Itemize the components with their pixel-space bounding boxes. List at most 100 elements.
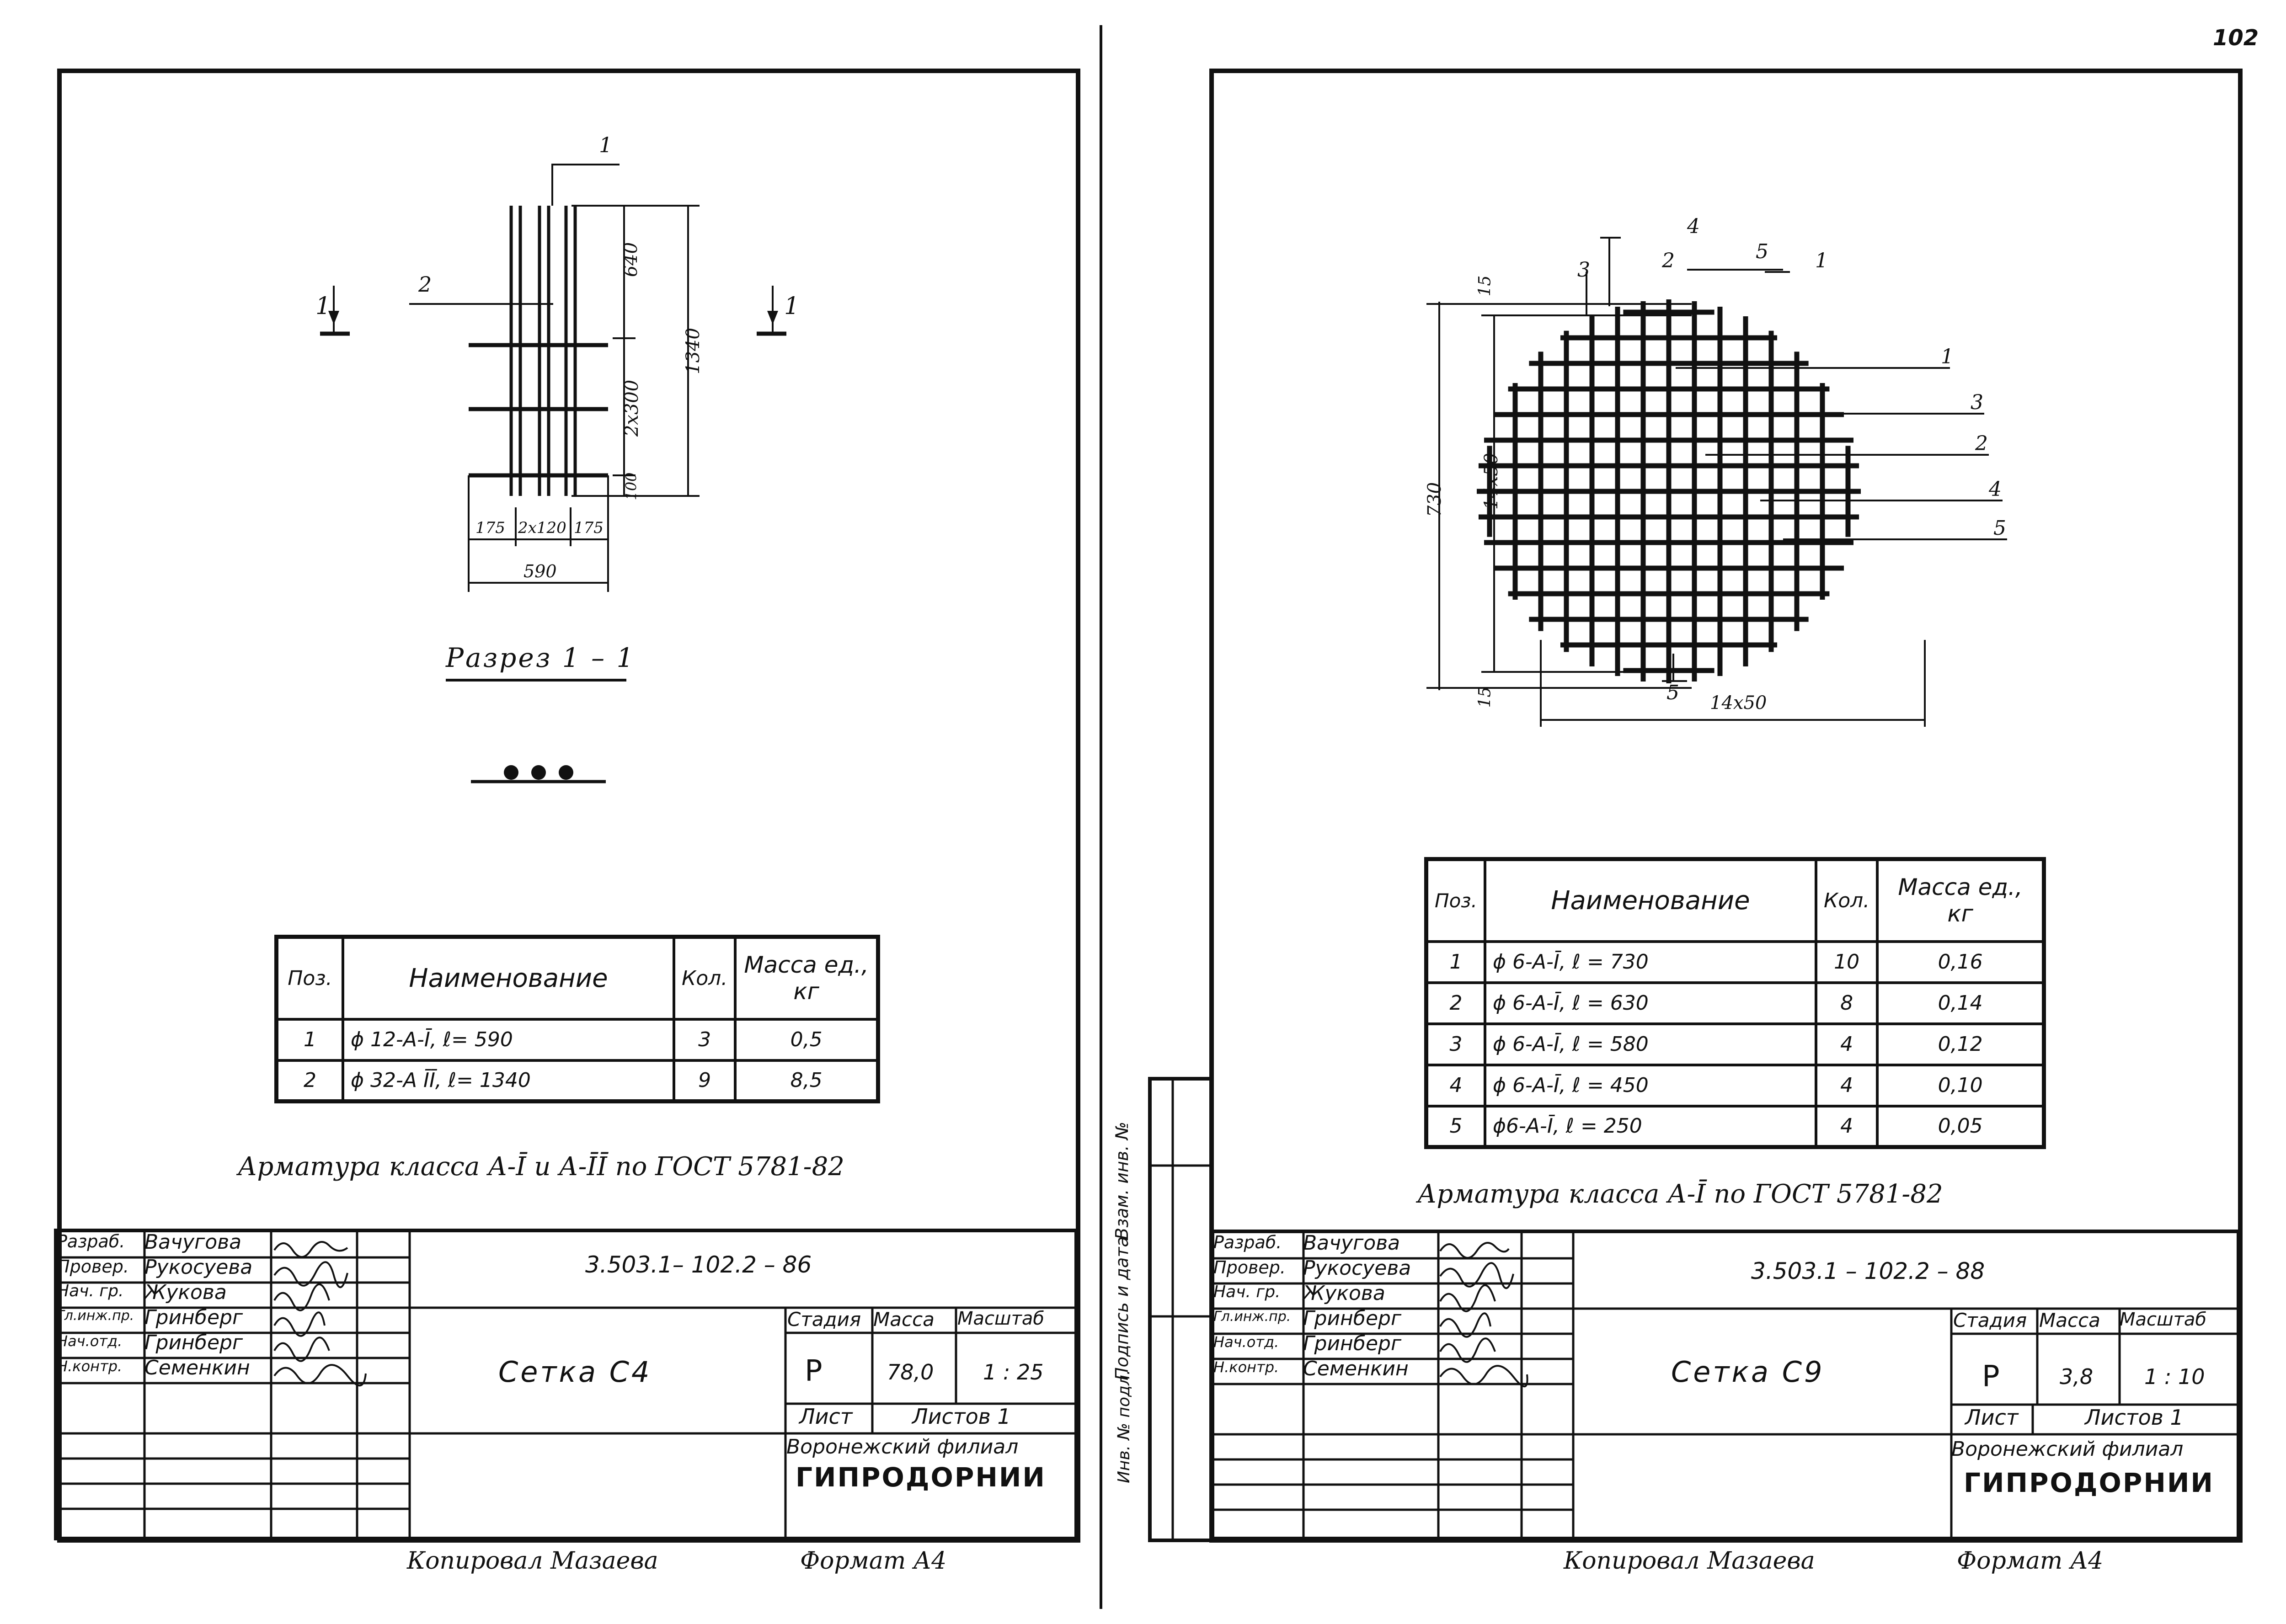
- spec-cell-mass: 0,16: [1876, 940, 2046, 984]
- tb-right-name-4: Гринберг: [1303, 1332, 1402, 1355]
- tb-right-sheet-label: Лист: [1965, 1405, 2019, 1430]
- spec-cell-pos: 5: [1425, 1104, 1486, 1149]
- cut-mark-left: 1: [315, 293, 331, 320]
- tb-right-name-5: Семенкин: [1303, 1357, 1409, 1380]
- side-strip-replace: Взам. инв. №: [1112, 1121, 1132, 1240]
- page-number: 102: [2213, 25, 2259, 51]
- tb-left-sheets-label: Листов 1: [912, 1404, 1011, 1429]
- spec-cell-pos: 2: [275, 1059, 344, 1103]
- tb-right-name-2: Жукова: [1303, 1282, 1385, 1305]
- spec-cell-qty: 4: [1814, 1104, 1879, 1149]
- tb-left-role-0: Разраб.: [57, 1231, 125, 1251]
- tb-right-mass-label: Масса: [2039, 1309, 2100, 1331]
- tb-right-org-2: ГИПРОДОРНИИ: [1964, 1467, 2214, 1498]
- cut-mark-right: 1: [784, 293, 800, 320]
- tb-right-role-1: Провер.: [1213, 1257, 1286, 1278]
- tb-left-stage: Р: [805, 1354, 823, 1388]
- tb-right-title: Сетка С9: [1671, 1355, 1825, 1389]
- side-strip-frame: [1148, 1077, 1213, 1542]
- dim-2x120: 2x120: [518, 519, 566, 537]
- tb-left-code: 3.503.1– 102.2 – 86: [585, 1251, 812, 1278]
- spec-header-mass: Масса ед., кг: [734, 935, 880, 1021]
- table-row: 2 ϕ 32-А ĪĪ, ℓ= 1340 9 8,5: [275, 1059, 880, 1103]
- tb-left-name-1: Рукосуева: [144, 1256, 253, 1279]
- spec-cell-name: ϕ 6-А-Ī, ℓ = 580: [1483, 1022, 1817, 1066]
- mesh-dim-15-bottom: 15: [1475, 687, 1495, 708]
- mesh-callout-right-2: 2: [1975, 432, 1988, 455]
- footer-format-right: Формат А4: [1957, 1547, 2104, 1575]
- spec-table-right: Поз. Наименование Кол. Масса ед., кг 1 ϕ…: [1424, 857, 2046, 1149]
- dim-1340: 1340: [682, 328, 704, 374]
- spec-header-qty: Кол.: [672, 935, 737, 1021]
- tb-right-mass: 3,8: [2060, 1364, 2094, 1389]
- spec-cell-mass: 0,14: [1876, 981, 2046, 1025]
- tb-left-name-5: Семенкин: [144, 1356, 250, 1379]
- dim-2x300: 2x300: [621, 379, 643, 437]
- dim-640: 640: [620, 242, 642, 277]
- table-row: 4 ϕ 6-А-Ī, ℓ = 450 4 0,10: [1425, 1063, 2046, 1108]
- tb-left-role-4: Нач.отд.: [57, 1332, 123, 1350]
- side-strip-sign: Подпись и дата: [1112, 1236, 1132, 1380]
- spec-header-mass: Масса ед., кг: [1876, 857, 2046, 943]
- mesh-dim-730: 730: [1424, 482, 1446, 517]
- tb-right-role-3: Гл.инж.пр.: [1213, 1309, 1291, 1325]
- spec-header-name: Наименование: [342, 935, 675, 1021]
- section-rebars: [509, 206, 577, 496]
- mesh-callout-right-5: 5: [1993, 516, 2006, 540]
- dim-590: 590: [523, 561, 557, 581]
- tb-left-org-2: ГИПРОДОРНИИ: [796, 1462, 1046, 1493]
- tb-right-stage-label: Стадия: [1953, 1309, 2027, 1331]
- tb-right-stage: Р: [1982, 1360, 2000, 1394]
- mesh-callout-top-4: 4: [1687, 215, 1700, 238]
- section-mark-2: 2: [418, 272, 432, 297]
- mesh-callout-top-3: 3: [1577, 258, 1590, 282]
- mesh-dim-15-top: 15: [1475, 275, 1495, 297]
- mesh-callout-top-5: 5: [1756, 240, 1768, 263]
- tb-left-role-5: Н.контр.: [57, 1358, 123, 1375]
- mesh-dim-14x50-v: 14x50: [1481, 453, 1502, 510]
- table-row: 2 ϕ 6-А-Ī, ℓ = 630 8 0,14: [1425, 981, 2046, 1025]
- tb-left-name-3: Гринберг: [144, 1306, 243, 1329]
- footer-copied-left: Копировал Мазаева: [407, 1547, 658, 1575]
- spec-cell-pos: 3: [1425, 1022, 1486, 1066]
- spec-cell-mass: 0,5: [734, 1017, 880, 1062]
- spec-header-name: Наименование: [1483, 857, 1817, 943]
- mesh-callout-top-1: 1: [1815, 249, 1828, 272]
- spec-cell-name: ϕ 12-А-Ī, ℓ= 590: [342, 1017, 675, 1062]
- spec-cell-mass: 0,10: [1876, 1063, 2046, 1108]
- tb-right-name-1: Рукосуева: [1303, 1257, 1411, 1280]
- tb-left-title: Сетка С4: [498, 1355, 652, 1389]
- tb-left-scale-label: Масштаб: [957, 1308, 1045, 1329]
- mesh-grid: [1477, 299, 1861, 683]
- table-row: 3 ϕ 6-А-Ī, ℓ = 580 4 0,12: [1425, 1022, 2046, 1066]
- spec-cell-qty: 3: [672, 1017, 737, 1062]
- tb-left-org-1: Воронежский филиал: [786, 1435, 1019, 1459]
- tb-right-role-4: Нач.отд.: [1213, 1333, 1279, 1351]
- spec-cell-mass: 0,05: [1876, 1104, 2046, 1149]
- tb-left-scale: 1 : 25: [983, 1360, 1044, 1384]
- spec-cell-name: ϕ 6-А-Ī, ℓ = 450: [1483, 1063, 1817, 1108]
- tb-left-mass: 78,0: [887, 1360, 934, 1384]
- footer-copied-right: Копировал Мазаева: [1564, 1547, 1815, 1575]
- spec-cell-qty: 10: [1814, 940, 1879, 984]
- dim-175a: 175: [475, 519, 505, 537]
- table-row: 1 ϕ 6-А-Ī, ℓ = 730 10 0,16: [1425, 940, 2046, 984]
- mesh-callout-top-2: 2: [1662, 249, 1675, 272]
- dim-100: 100: [622, 472, 640, 501]
- tb-left-mass-label: Масса: [873, 1308, 935, 1331]
- tb-left-role-1: Провер.: [57, 1257, 129, 1277]
- left-sheet-frame: [57, 69, 1080, 1543]
- tb-right-scale: 1 : 10: [2144, 1364, 2205, 1389]
- spec-header-pos: Поз.: [1425, 857, 1486, 943]
- spec-cell-mass: 8,5: [734, 1059, 880, 1103]
- section-title: Разрез 1 – 1: [446, 642, 636, 673]
- spec-header-qty: Кол.: [1814, 857, 1879, 943]
- tb-right-sheets-label: Листов 1: [2085, 1405, 2184, 1430]
- mesh-callout-right-1: 1: [1941, 345, 1954, 368]
- spec-cell-pos: 4: [1425, 1063, 1486, 1108]
- rebar-class-note-left: Арматура класса А-Ī и А-ĪĪ по ГОСТ 5781-…: [238, 1152, 844, 1182]
- tb-right-scale-label: Масштаб: [2120, 1309, 2207, 1330]
- spec-cell-name: ϕ 6-А-Ī, ℓ = 630: [1483, 981, 1817, 1025]
- rebar-class-note-right: Арматура класса А-Ī по ГОСТ 5781-82: [1417, 1179, 1943, 1209]
